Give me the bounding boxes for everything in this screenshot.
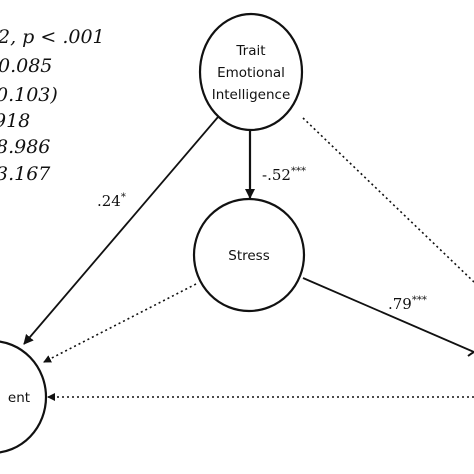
path-ei-to-right-dotted [302, 117, 474, 283]
coef-ei-to-stress: -.52*** [262, 166, 306, 184]
node-label-line-1: Trait [235, 43, 265, 59]
fit-stat-line-6: 3.167 [0, 163, 51, 185]
fit-stat-line-4: 918 [0, 110, 30, 132]
coef-ei-to-left: .24* [97, 192, 126, 210]
node-label-line-3: Intelligence [212, 87, 291, 103]
node-label-line-2: Emotional [217, 65, 285, 81]
path-stress-to-left-dotted [43, 283, 197, 363]
path-ei-to-left [23, 116, 219, 345]
node-left-partial: ent [0, 340, 48, 454]
fit-stat-line-1: 2, p < .001 [0, 26, 105, 48]
node-stress-label: Stress [228, 248, 270, 264]
fit-statistics: 2, p < .001 0.085 0.103) 918 8.986 3.167 [0, 26, 105, 185]
node-left-circle [0, 340, 48, 454]
fit-stat-line-3: 0.103) [0, 84, 58, 106]
node-trait-emotional-intelligence-circle [198, 12, 304, 132]
path-stress-to-right [302, 277, 474, 353]
fit-stat-line-5: 8.986 [0, 136, 50, 158]
node-right-partial [467, 351, 474, 357]
node-trait-emotional-intelligence: Trait Emotional Intelligence [198, 12, 304, 132]
coef-stress-to-right: .79*** [388, 295, 427, 313]
node-left-label: ent [8, 390, 30, 406]
fit-stat-line-2: 0.085 [0, 55, 52, 77]
node-stress-circle [192, 197, 306, 313]
node-stress: Stress [192, 197, 306, 313]
